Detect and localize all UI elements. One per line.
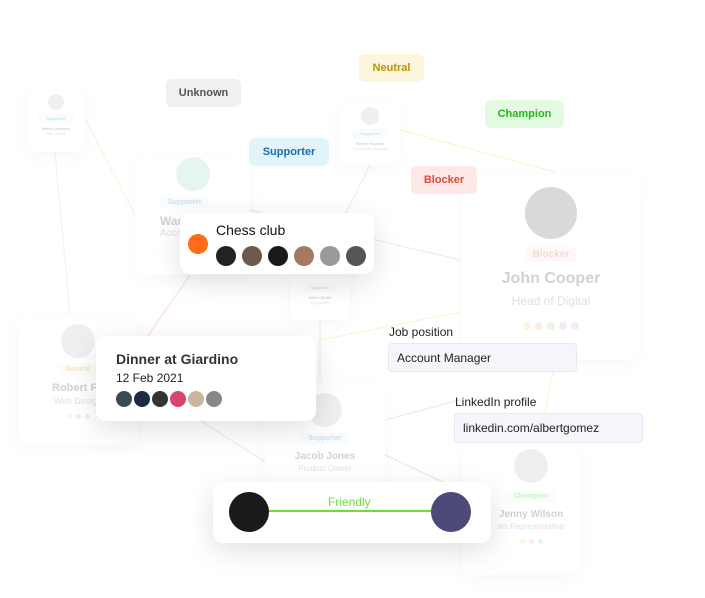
tag-blocker[interactable]: Blocker — [411, 166, 477, 194]
avatar — [268, 246, 288, 266]
avatar — [320, 246, 340, 266]
group-title: Chess club — [216, 222, 286, 238]
member-avatars — [116, 391, 224, 407]
member-avatars — [216, 246, 372, 266]
relationship-label: Friendly — [328, 495, 371, 509]
relationship-line — [269, 510, 431, 512]
tag-unknown[interactable]: Unknown — [166, 79, 241, 107]
avatar — [116, 391, 132, 407]
job-position-label: Job position — [389, 325, 454, 339]
person-role: Acco — [160, 228, 183, 239]
status-badge: Neutral — [57, 364, 99, 375]
avatar — [361, 107, 379, 125]
event-card-dinner[interactable]: Dinner at Giardino 12 Feb 2021 — [96, 336, 316, 421]
status-badge: Blocker — [524, 247, 578, 262]
avatar — [525, 187, 577, 239]
avatar — [514, 449, 548, 483]
group-card-chess-club[interactable]: Chess club — [180, 213, 374, 274]
person-card-oliver[interactable]: Supporter Oliver Smith Copywriter — [290, 265, 350, 320]
person-name: John Cooper — [501, 270, 601, 287]
person-name: Oliver Smith — [308, 295, 332, 300]
avatar — [170, 391, 186, 407]
status-badge: Supporter — [302, 283, 338, 292]
linkedin-label: LinkedIn profile — [455, 395, 537, 409]
person-card-esther[interactable]: Supporter Esther Howard Community Manage… — [340, 103, 400, 165]
status-dots — [18, 414, 138, 419]
person-name: Jacob Jones — [294, 451, 356, 462]
status-badge: Supporter — [38, 114, 74, 123]
avatar — [431, 492, 471, 532]
avatar — [216, 246, 236, 266]
event-date: 12 Feb 2021 — [116, 371, 184, 385]
avatar — [242, 246, 262, 266]
avatar — [61, 324, 95, 358]
event-title: Dinner at Giardino — [116, 351, 239, 367]
tag-supporter[interactable]: Supporter — [249, 138, 329, 166]
person-role: Web Design — [53, 396, 103, 406]
avatar — [188, 391, 204, 407]
person-card-john-cooper[interactable]: Blocker John Cooper Head of Digital — [462, 175, 640, 360]
linkedin-input[interactable]: linkedin.com/albertgomez — [454, 413, 643, 443]
person-card-maria[interactable]: Supporter Maria Johnson HR Officer — [27, 90, 85, 152]
person-role: Product Owner — [298, 464, 352, 473]
status-dots — [482, 539, 580, 544]
avatar — [229, 492, 269, 532]
job-position-input[interactable]: Account Manager — [388, 343, 577, 372]
person-name: Robert Fo — [52, 382, 104, 394]
person-name: Jenny Wilson — [498, 509, 564, 520]
person-name: Wad — [160, 214, 185, 228]
person-role: les Representative — [497, 522, 565, 531]
group-color-dot — [188, 234, 208, 254]
avatar — [48, 94, 64, 110]
relationship-card[interactable]: Friendly — [213, 482, 491, 543]
avatar — [346, 246, 366, 266]
status-badge: Supporter — [160, 197, 210, 208]
status-badge: Supporter — [300, 433, 350, 444]
status-badge: Champion — [505, 491, 557, 502]
avatar — [176, 157, 210, 191]
avatar — [294, 246, 314, 266]
person-name: Esther Howard — [355, 141, 385, 146]
avatar — [152, 391, 168, 407]
person-role: HR Officer — [46, 131, 66, 136]
tag-neutral[interactable]: Neutral — [359, 54, 424, 82]
person-role: Copywriter — [310, 300, 330, 305]
avatar — [134, 391, 150, 407]
status-badge: Supporter — [352, 129, 388, 138]
avatar — [206, 391, 222, 407]
status-dots — [462, 322, 640, 330]
person-role: Community Manager — [351, 146, 389, 151]
person-role: Head of Digital — [511, 294, 591, 308]
person-name: Maria Johnson — [41, 126, 71, 131]
tag-champion[interactable]: Champion — [485, 100, 564, 128]
